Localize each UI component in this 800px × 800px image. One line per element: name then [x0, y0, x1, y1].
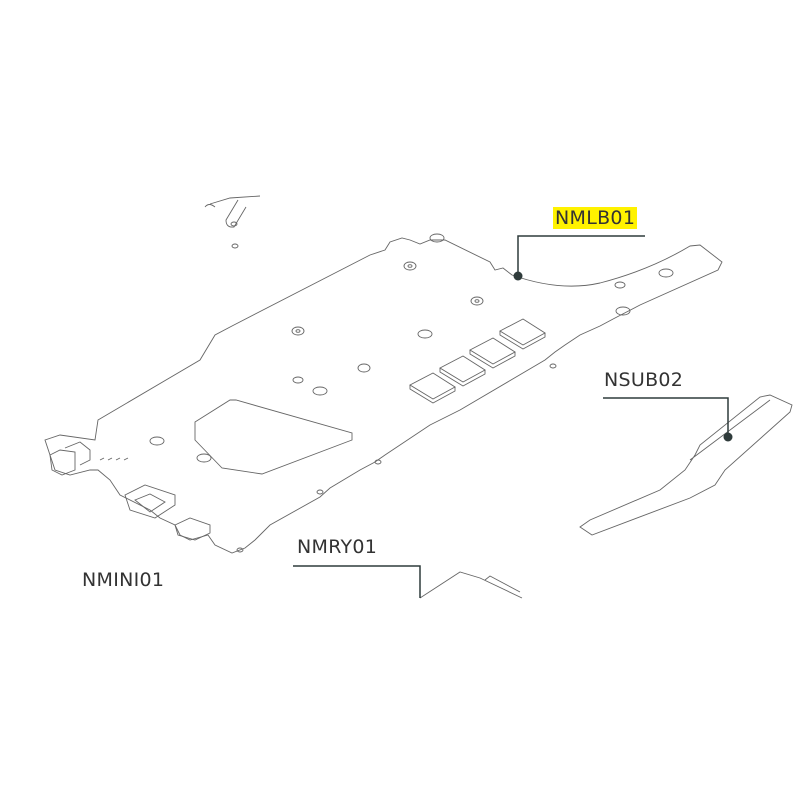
io-ports [49, 441, 211, 541]
callout-mini: NMINI01 [82, 569, 165, 591]
bracket-part [204, 195, 261, 228]
main-board-outline [44, 237, 723, 554]
thermal-area [194, 399, 353, 475]
memory-board-outline [419, 571, 523, 599]
leader-dot [723, 432, 733, 442]
callout-main-board: NMLB01 [553, 207, 638, 229]
standoffs [149, 233, 674, 553]
leader-dot [513, 271, 523, 281]
callout-memory: NMRY01 [297, 536, 378, 558]
callout-sub-board: NSUB02 [604, 369, 684, 391]
sub-board-outline [579, 394, 793, 536]
callout-main-board-label: NMLB01 [553, 207, 638, 229]
leader-lines [293, 235, 729, 598]
memory-chips [409, 318, 546, 404]
